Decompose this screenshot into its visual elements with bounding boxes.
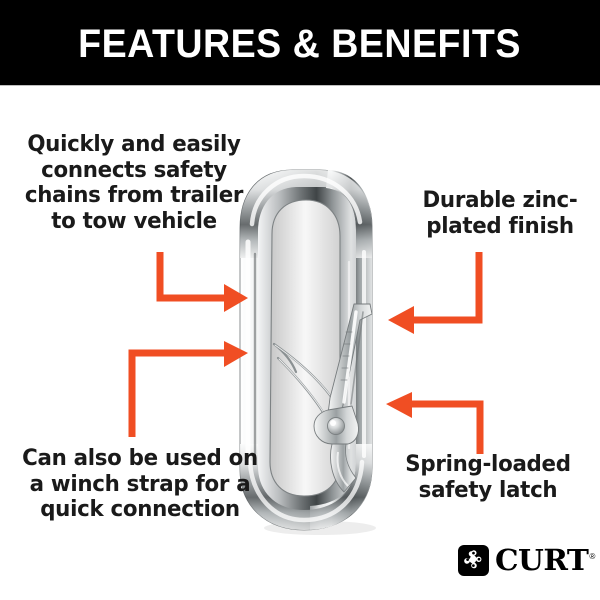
brand-wordmark-text: CURT bbox=[495, 542, 589, 577]
header-banner: FEATURES & BENEFITS bbox=[0, 0, 600, 85]
callout-text-top-left: Quickly and easily connects safety chain… bbox=[24, 132, 244, 235]
callout-text-bottom-right: Spring-loaded safety latch bbox=[405, 452, 571, 503]
callout-text-bottom-left: Can also be used on a winch strap for a … bbox=[22, 446, 258, 523]
page-title: FEATURES & BENEFITS bbox=[78, 21, 522, 66]
header-divider bbox=[0, 85, 600, 86]
elbow-down-left-arrow-icon bbox=[384, 252, 492, 334]
safety-latch-gate bbox=[313, 303, 373, 493]
elbow-up-right-arrow-icon bbox=[128, 341, 250, 439]
elbow-up-left-arrow-icon bbox=[380, 392, 492, 456]
product-image bbox=[232, 162, 408, 538]
registered-trademark-mark: ® bbox=[589, 551, 595, 561]
elbow-down-right-arrow-icon bbox=[156, 252, 250, 312]
carabiner-body bbox=[239, 169, 376, 535]
brand-logo: CURT® bbox=[458, 540, 595, 580]
curt-pinwheel-icon bbox=[458, 544, 489, 576]
callout-text-top-right: Durable zinc-plated finish bbox=[422, 188, 578, 239]
brand-wordmark: CURT® bbox=[495, 542, 595, 577]
